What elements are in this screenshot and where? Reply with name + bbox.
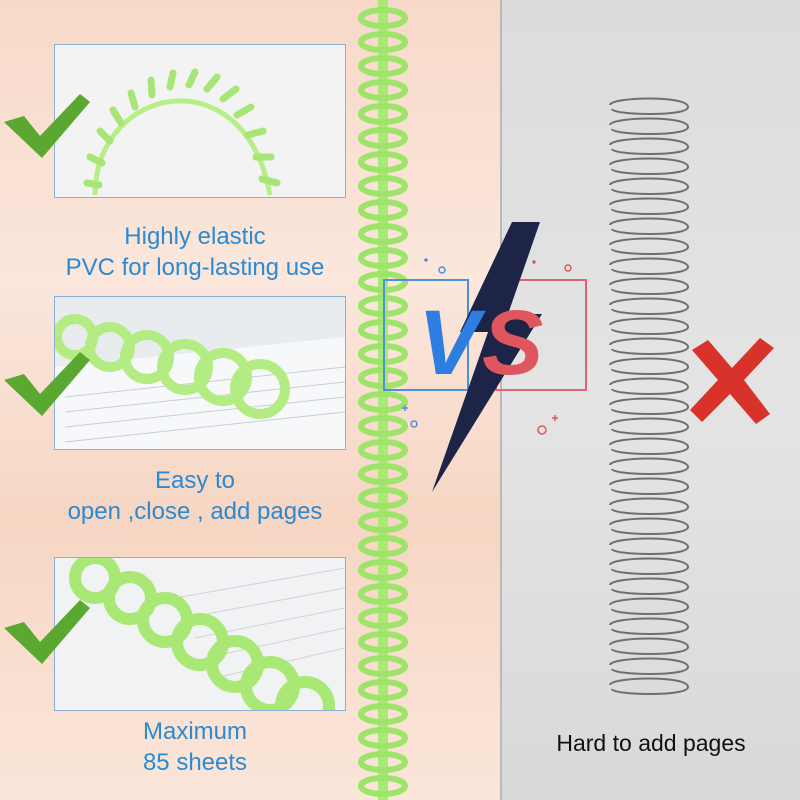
spine-ring (358, 559, 408, 581)
coil-loop (609, 257, 690, 275)
feature-caption-capacity: Maximum 85 sheets (0, 716, 390, 778)
coil-loop (609, 337, 690, 355)
coil-loop (609, 237, 690, 255)
spine-ring (358, 127, 408, 149)
coil-loop (609, 597, 690, 615)
caption-line: 85 sheets (142, 749, 248, 776)
coil-loop (609, 317, 690, 335)
feature-caption-open-close: Easy to open ,close , add pages (0, 465, 390, 527)
coil-loop (609, 437, 690, 455)
panel-divider (500, 0, 502, 800)
spine-ring (358, 199, 408, 221)
coil-loop (609, 197, 690, 215)
spine-ring (358, 439, 408, 461)
caption-line: Easy to (154, 467, 236, 494)
spine-ring (358, 175, 408, 197)
vs-badge: V S (383, 222, 587, 492)
spine-ring (358, 55, 408, 77)
spine-ring (358, 631, 408, 653)
coil-loop (609, 557, 690, 575)
spine-ring (358, 7, 408, 29)
coil-loop (609, 157, 690, 175)
check-icon (4, 352, 90, 416)
coil-loop (609, 457, 690, 475)
coil-loop (609, 477, 690, 495)
coil-loop (609, 617, 690, 635)
coil-loop (609, 97, 690, 115)
caption-line: PVC for long-lasting use (65, 254, 325, 281)
coil-loop (609, 277, 690, 295)
spine-ring (358, 31, 408, 53)
spine-ring (358, 391, 408, 413)
coil-loop (609, 517, 690, 535)
spine-ring (358, 151, 408, 173)
spine-ring (358, 679, 408, 701)
coil-loop (609, 297, 690, 315)
caption-line: Highly elastic (124, 223, 266, 250)
check-icon (4, 600, 90, 664)
coil-loop (609, 137, 690, 155)
coil-loop (609, 677, 690, 695)
spine-ring (358, 79, 408, 101)
spine-ring (358, 103, 408, 125)
spine-ring (358, 775, 408, 797)
coil-loop (609, 537, 690, 555)
caption-line: open ,close , add pages (67, 498, 323, 525)
coil-loop (609, 577, 690, 595)
check-icon (4, 94, 90, 158)
vs-letter-v: V (418, 292, 486, 394)
vs-letter-s: S (482, 292, 543, 394)
spine-ring (358, 751, 408, 773)
coil-loop (609, 657, 690, 675)
spine-ring (358, 583, 408, 605)
spine-ring (358, 703, 408, 725)
coil-loop (609, 417, 690, 435)
spine-ring (358, 655, 408, 677)
spine-ring (358, 487, 408, 509)
cross-icon (690, 338, 774, 424)
spine-ring (358, 511, 408, 533)
coil-loop (609, 177, 690, 195)
feature-photo-open-close (54, 296, 346, 450)
feature-photo-capacity (54, 557, 346, 711)
metal-coil-binding (609, 97, 690, 695)
feature-photo-elastic (54, 44, 346, 198)
spine-ring (358, 607, 408, 629)
coil-loop (609, 377, 690, 395)
coil-loop (609, 497, 690, 515)
spine-ring (358, 535, 408, 557)
right-caption: Hard to add pages (556, 730, 746, 756)
coil-loop (609, 357, 690, 375)
spine-ring (358, 727, 408, 749)
spine-ring (358, 247, 408, 269)
feature-caption-elastic: Highly elastic PVC for long-lasting use (0, 221, 390, 283)
coil-loop (609, 637, 690, 655)
coil-loop (609, 397, 690, 415)
spine-ring (358, 415, 408, 437)
coil-loop (609, 117, 690, 135)
spine-ring (358, 223, 408, 245)
coil-loop (609, 217, 690, 235)
spine-ring (358, 463, 408, 485)
caption-line: Maximum (142, 718, 247, 745)
